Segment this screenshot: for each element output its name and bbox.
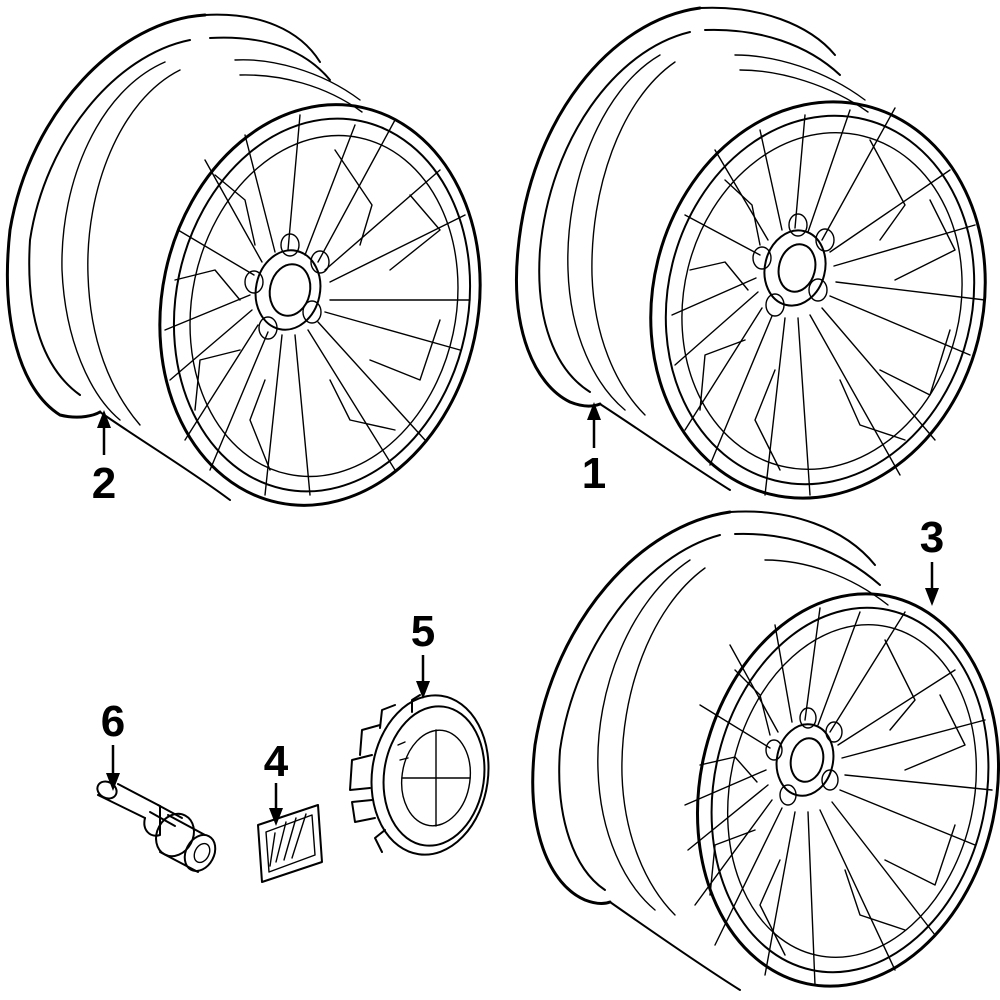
center-cap-icon <box>349 694 490 856</box>
callout-3: 3 <box>920 513 944 562</box>
callout-4: 4 <box>264 737 289 786</box>
wheel-icon <box>515 6 987 500</box>
wheel-icon <box>531 510 1000 991</box>
leader-lines <box>97 402 939 826</box>
callout-5: 5 <box>411 607 435 656</box>
lug-bolt-icon <box>96 780 217 873</box>
m-emblem-icon <box>257 804 323 883</box>
callout-1: 1 <box>582 449 606 498</box>
callout-2: 2 <box>92 459 116 508</box>
wheel-icon <box>6 13 482 507</box>
callout-6: 6 <box>101 697 125 746</box>
